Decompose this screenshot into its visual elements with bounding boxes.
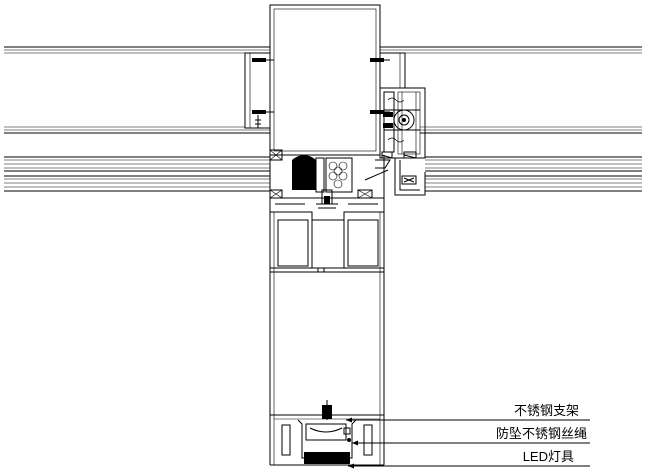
right-glass-panels [380, 46, 642, 192]
led-label: LED灯具 [523, 449, 574, 464]
right-sash-detail [364, 87, 426, 196]
mullion-lower-body [269, 155, 385, 466]
center-junction [269, 149, 384, 221]
rope-label: 防坠不锈钢丝绳 [496, 426, 587, 441]
leader-lines [346, 417, 590, 469]
left-glass-panels [4, 46, 270, 192]
bracket-label: 不锈钢支架 [514, 403, 579, 418]
led-fixture [297, 400, 357, 464]
mullion-upper-box [244, 4, 406, 156]
